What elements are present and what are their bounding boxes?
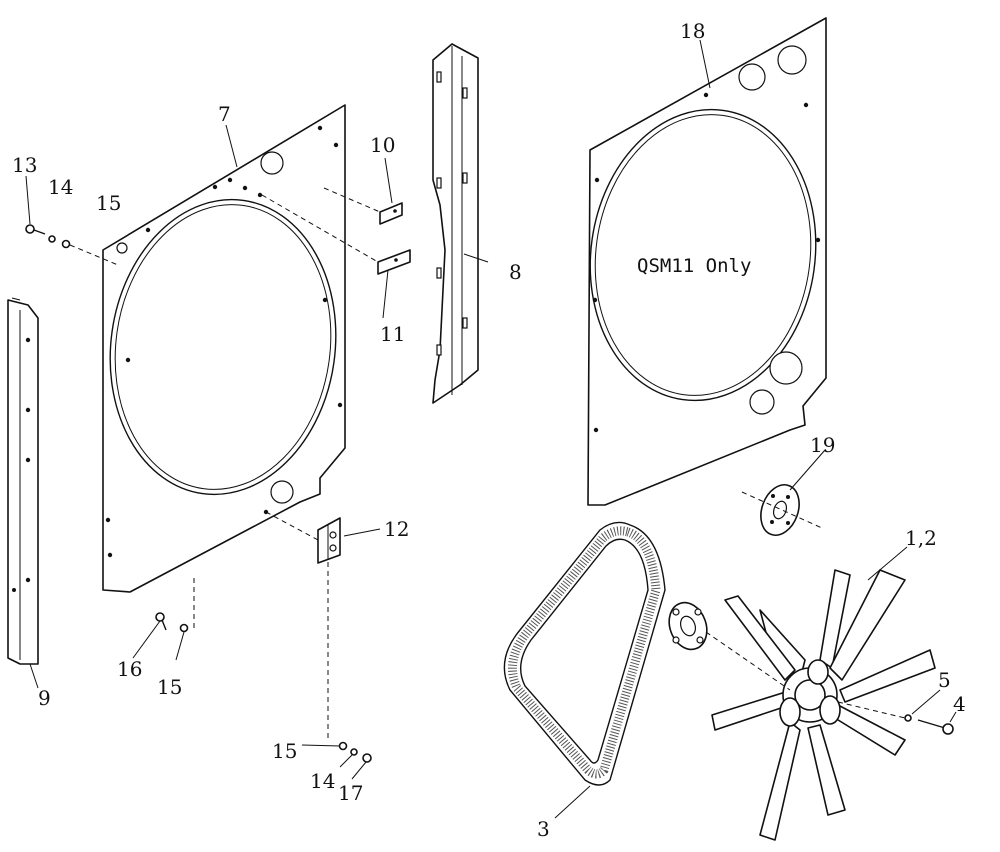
part-11-bracket: [377, 249, 411, 275]
callout-17: 17: [338, 781, 363, 805]
callout-14-top: 14: [48, 175, 73, 199]
callout-13: 13: [12, 153, 37, 177]
callout-10: 10: [370, 133, 395, 157]
hardware-15-14-17: [338, 741, 372, 763]
callout-7: 7: [218, 102, 231, 126]
callout-15-left: 15: [157, 675, 182, 699]
callout-5: 5: [938, 668, 951, 692]
part-4-5-bolt-washer: [904, 714, 954, 735]
part-10-bracket: [379, 202, 403, 225]
callout-1-2: 1,2: [905, 526, 937, 550]
part-3-drive-belt: [503, 521, 666, 786]
callouts: 7 8 9 10 11 12 13 14 15 16 15 15 14 17 1…: [12, 19, 966, 841]
assembly-lines: [69, 187, 906, 742]
part-19-hub-spacer: [760, 484, 800, 536]
callout-11: 11: [380, 322, 405, 346]
callout-15-top: 15: [96, 191, 121, 215]
qsm11-note: QSM11 Only: [637, 255, 751, 277]
callout-9: 9: [38, 686, 51, 710]
leader-lines: [25, 39, 957, 819]
part-1-2-fan: [711, 569, 936, 841]
hardware-16-15: [155, 612, 189, 633]
callout-19: 19: [810, 433, 835, 457]
callout-18: 18: [680, 19, 705, 43]
callout-12: 12: [384, 517, 409, 541]
part-18-shroud-panel-qsm11: [587, 17, 827, 506]
part-9-side-bracket: [7, 297, 39, 665]
part-12-bracket: [317, 517, 341, 564]
fan-spacer: [668, 601, 708, 651]
hardware-13-14-15: [25, 224, 71, 249]
callout-16: 16: [117, 657, 142, 681]
part-8-vertical-channel: [432, 43, 479, 404]
callout-14-bottom: 14: [310, 769, 335, 793]
callout-8: 8: [509, 260, 522, 284]
callout-4: 4: [953, 692, 966, 716]
callout-3: 3: [537, 817, 550, 841]
part-7-fan-shroud-panel: [102, 104, 346, 593]
callout-15-bottom: 15: [272, 739, 297, 763]
